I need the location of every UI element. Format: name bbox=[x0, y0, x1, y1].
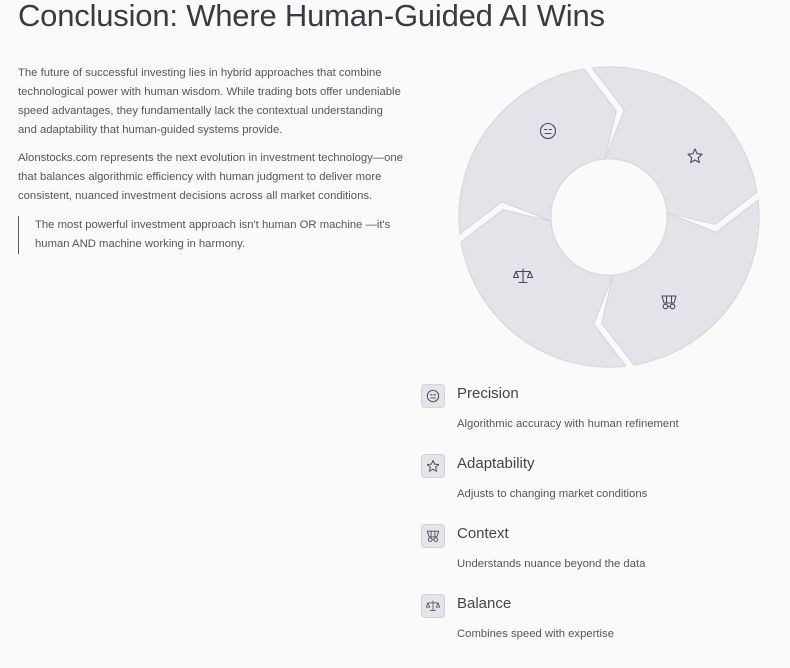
neutral-face-icon bbox=[539, 122, 557, 140]
cycle-diagram bbox=[439, 47, 779, 387]
wagon-icon bbox=[421, 524, 445, 548]
paragraph-hybrid: The future of successful investing lies … bbox=[18, 67, 401, 136]
segment-context bbox=[587, 199, 779, 370]
intro-text: The future of successful investing lies … bbox=[18, 64, 403, 254]
pull-quote: The most powerful investment approach is… bbox=[18, 216, 403, 254]
paragraph-alonstocks: Alonstocks.com represents the next evolu… bbox=[18, 152, 403, 202]
scale-icon bbox=[512, 268, 534, 284]
feature-description: Understands nuance beyond the data bbox=[457, 558, 646, 570]
scale-icon bbox=[421, 594, 445, 618]
feature-balance: Balance Combines speed with expertise bbox=[421, 593, 781, 663]
segment-precision bbox=[439, 64, 631, 235]
feature-description: Algorithmic accuracy with human refineme… bbox=[457, 418, 679, 430]
star-icon bbox=[421, 454, 445, 478]
feature-title: Context bbox=[457, 525, 509, 542]
feature-list: Precision Algorithmic accuracy with huma… bbox=[421, 383, 781, 663]
star-icon bbox=[687, 148, 703, 164]
wagon-icon bbox=[661, 295, 677, 310]
feature-title: Balance bbox=[457, 595, 512, 612]
neutral-face-icon bbox=[421, 384, 445, 408]
feature-adaptability: Adaptability Adjusts to changing market … bbox=[421, 453, 781, 523]
feature-context: Context Understands nuance beyond the da… bbox=[421, 523, 781, 593]
feature-description: Combines speed with expertise bbox=[457, 628, 614, 640]
feature-precision: Precision Algorithmic accuracy with huma… bbox=[421, 383, 781, 453]
feature-title: Precision bbox=[457, 385, 519, 402]
feature-description: Adjusts to changing market conditions bbox=[457, 488, 648, 500]
segment-adaptability bbox=[591, 47, 762, 239]
segment-balance bbox=[456, 195, 627, 387]
page-title: Conclusion: Where Human-Guided AI Wins bbox=[18, 0, 605, 33]
cycle-diagram-svg bbox=[439, 47, 779, 387]
feature-title: Adaptability bbox=[457, 455, 535, 472]
